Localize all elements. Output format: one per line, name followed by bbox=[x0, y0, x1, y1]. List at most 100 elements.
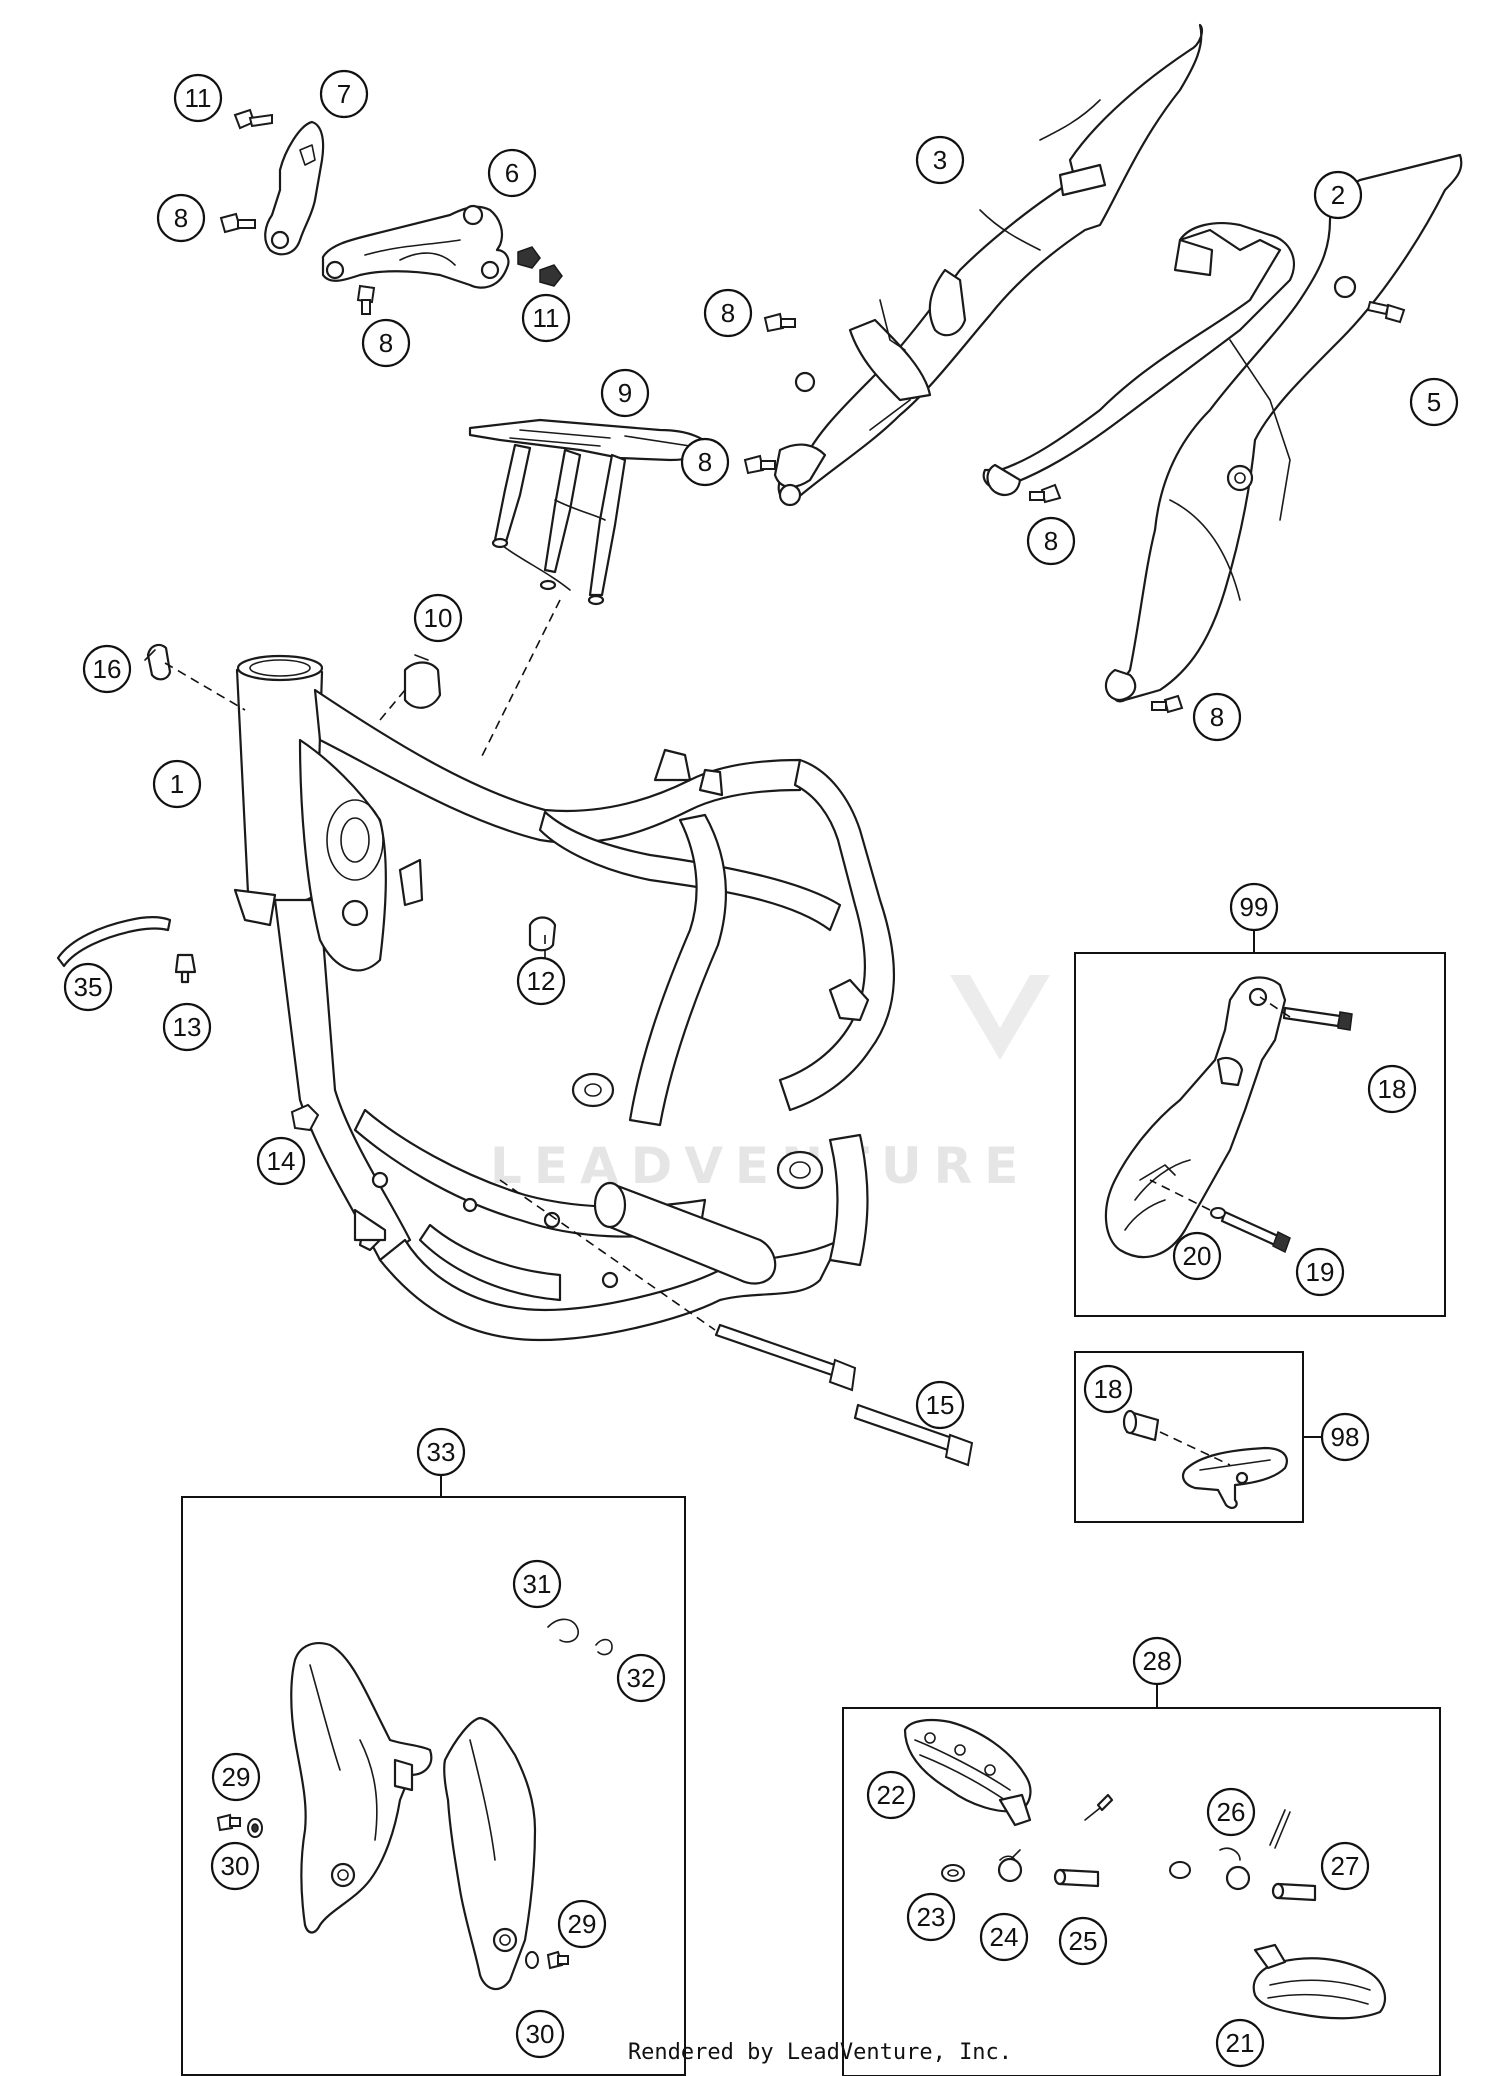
callout-13: 13 bbox=[162, 1002, 212, 1052]
svg-text:33: 33 bbox=[427, 1437, 456, 1467]
bushing-18-box98 bbox=[1122, 1409, 1160, 1442]
cable-holder-12 bbox=[528, 916, 557, 952]
footer-credit: Rendered by LeadVenture, Inc. bbox=[0, 2040, 1500, 2065]
svg-text:26: 26 bbox=[1217, 1797, 1246, 1827]
callout-30-right: 30 bbox=[515, 2009, 565, 2059]
callout-19: 19 bbox=[1295, 1247, 1345, 1297]
frame-protector-left bbox=[290, 1642, 433, 1934]
svg-text:25: 25 bbox=[1069, 1926, 1098, 1956]
box-33 bbox=[181, 1496, 686, 2076]
svg-text:8: 8 bbox=[1044, 526, 1058, 556]
callout-18-box99: 18 bbox=[1367, 1064, 1417, 1114]
callout-98: 98 bbox=[1320, 1412, 1370, 1462]
callout-12: 12 bbox=[516, 956, 566, 1006]
svg-text:31: 31 bbox=[523, 1569, 552, 1599]
screw-29-right bbox=[546, 1950, 569, 1970]
svg-text:27: 27 bbox=[1331, 1851, 1360, 1881]
callout-11-top: 11 bbox=[173, 73, 223, 123]
callout-14: 14 bbox=[256, 1136, 306, 1186]
bracket-7 bbox=[264, 120, 325, 256]
svg-text:11: 11 bbox=[185, 83, 212, 113]
callout-9: 9 bbox=[600, 368, 650, 418]
svg-text:8: 8 bbox=[1210, 702, 1224, 732]
svg-text:15: 15 bbox=[926, 1390, 955, 1420]
callout-16: 16 bbox=[82, 644, 132, 694]
svg-text:6: 6 bbox=[505, 158, 519, 188]
frame-protector-right bbox=[443, 1716, 537, 1991]
screw-29-left bbox=[216, 1813, 241, 1832]
box-99 bbox=[1074, 952, 1446, 1317]
subframe-right bbox=[982, 153, 1463, 703]
svg-text:9: 9 bbox=[618, 378, 632, 408]
box-28 bbox=[842, 1707, 1441, 2076]
callout-10: 10 bbox=[413, 593, 463, 643]
callout-99: 99 bbox=[1229, 882, 1279, 932]
callout-21: 21 bbox=[1215, 2018, 1265, 2068]
footrest-right bbox=[1252, 1943, 1387, 2020]
bolt-8-sub3a bbox=[763, 312, 796, 333]
clip-31-32 bbox=[547, 1618, 613, 1656]
svg-text:12: 12 bbox=[527, 966, 556, 996]
svg-text:8: 8 bbox=[698, 447, 712, 477]
bolt-8-sub2b bbox=[1151, 694, 1184, 714]
callout-29-left: 29 bbox=[211, 1752, 261, 1802]
callout-35: 35 bbox=[63, 962, 113, 1012]
callout-25: 25 bbox=[1058, 1916, 1108, 1966]
callout-33: 33 bbox=[416, 1427, 466, 1477]
callout-22: 22 bbox=[866, 1770, 916, 1820]
cable-holder-16 bbox=[144, 643, 172, 681]
spring-24 bbox=[997, 1849, 1023, 1883]
svg-text:23: 23 bbox=[917, 1902, 946, 1932]
callout-27: 27 bbox=[1320, 1841, 1370, 1891]
spring-26 bbox=[1219, 1847, 1251, 1891]
callout-8-topleft: 8 bbox=[156, 193, 206, 243]
svg-text:3: 3 bbox=[933, 145, 947, 175]
bracket-9 bbox=[468, 418, 712, 606]
washer-30-right bbox=[525, 1951, 539, 1969]
callout-28: 28 bbox=[1132, 1636, 1182, 1686]
callout-8-sub3b: 8 bbox=[680, 437, 730, 487]
callout-24: 24 bbox=[979, 1912, 1029, 1962]
bolt-11-top bbox=[233, 108, 273, 130]
callout-3: 3 bbox=[915, 135, 965, 185]
svg-text:35: 35 bbox=[74, 972, 103, 1002]
svg-text:8: 8 bbox=[379, 328, 393, 358]
nut-14 bbox=[290, 1103, 320, 1132]
callout-2: 2 bbox=[1313, 170, 1363, 220]
svg-text:7: 7 bbox=[337, 79, 351, 109]
svg-text:20: 20 bbox=[1183, 1241, 1212, 1271]
callout-8-mid: 8 bbox=[361, 318, 411, 368]
callout-15: 15 bbox=[915, 1380, 965, 1430]
bolt-8-topleft bbox=[219, 212, 256, 234]
callout-1: 1 bbox=[152, 759, 202, 809]
bolt-15a bbox=[714, 1323, 857, 1392]
svg-text:2: 2 bbox=[1331, 180, 1345, 210]
washer-20 bbox=[1210, 1207, 1226, 1219]
callout-5: 5 bbox=[1409, 377, 1459, 427]
svg-text:8: 8 bbox=[721, 298, 735, 328]
cotter-pin-27 bbox=[1269, 1809, 1291, 1849]
watermark-text: LEADVENTURE bbox=[490, 1137, 1030, 1195]
svg-text:32: 32 bbox=[627, 1663, 656, 1693]
svg-text:18: 18 bbox=[1378, 1074, 1407, 1104]
svg-text:1: 1 bbox=[170, 769, 184, 799]
chain-guide bbox=[1104, 976, 1287, 1259]
washer-right bbox=[1169, 1861, 1191, 1879]
bolt-5 bbox=[1366, 300, 1406, 324]
cotter-pin-left bbox=[1084, 1793, 1114, 1821]
callout-8-sub2a: 8 bbox=[1026, 516, 1076, 566]
svg-text:29: 29 bbox=[568, 1909, 597, 1939]
svg-text:28: 28 bbox=[1143, 1646, 1172, 1676]
bolt-15b bbox=[853, 1403, 974, 1467]
bolt-18-box99 bbox=[1282, 1006, 1353, 1031]
nipple-13 bbox=[174, 953, 197, 984]
svg-text:21: 21 bbox=[1226, 2028, 1255, 2058]
svg-text:16: 16 bbox=[93, 654, 122, 684]
callout-11-right: 11 bbox=[521, 293, 571, 343]
breather-hose bbox=[56, 916, 172, 968]
watermark: LEADVENTURE bbox=[490, 975, 1050, 1195]
bolt-8-sub2a bbox=[1029, 483, 1062, 504]
bolt-8-sub3b bbox=[743, 454, 776, 475]
svg-text:5: 5 bbox=[1427, 387, 1441, 417]
callout-6: 6 bbox=[487, 148, 537, 198]
